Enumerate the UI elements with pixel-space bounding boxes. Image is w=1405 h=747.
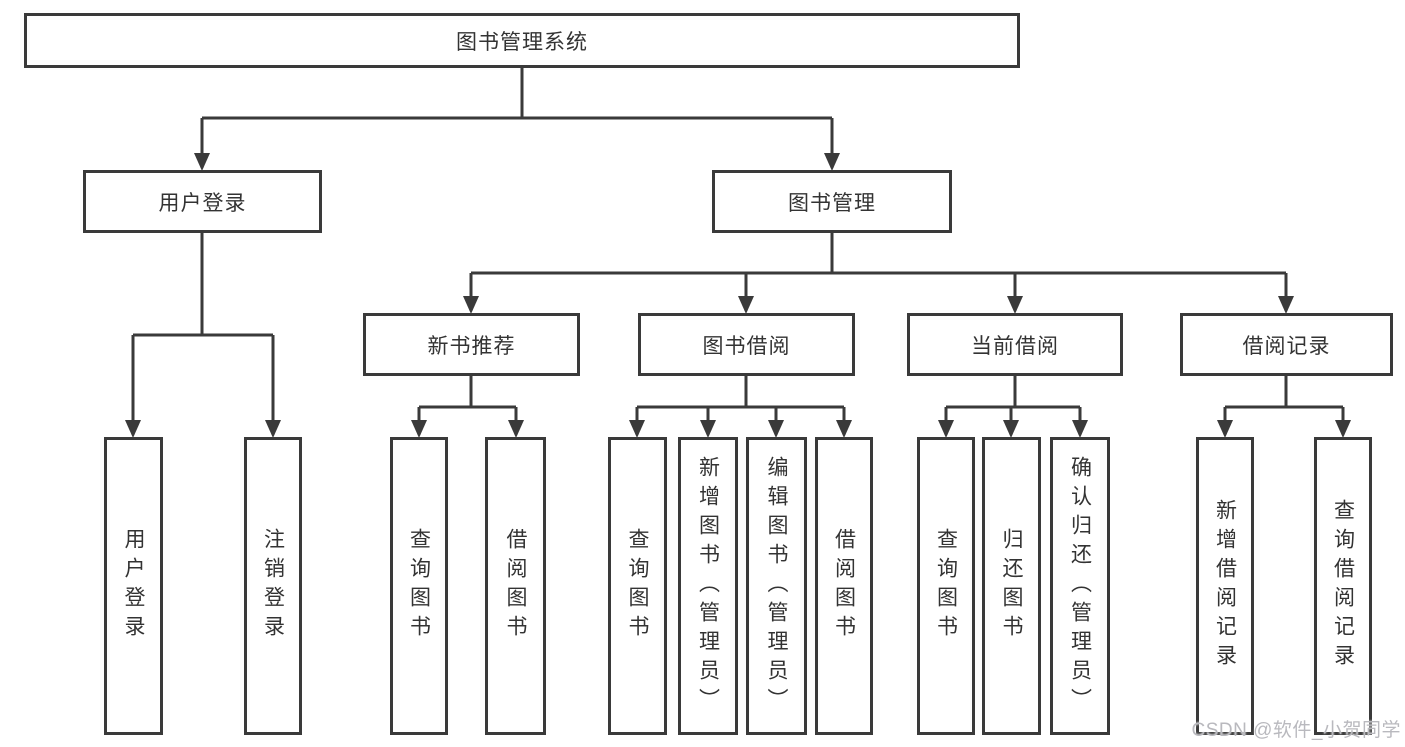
node-root: 图书管理系统 bbox=[24, 13, 1020, 68]
leaf-return-books: 归还图书 bbox=[982, 437, 1041, 735]
node-borrow-records: 借阅记录 bbox=[1180, 313, 1393, 376]
leaf-edit-books-admin-label: 编辑图书（管理员） bbox=[765, 455, 788, 717]
leaf-query-books-1: 查询图书 bbox=[390, 437, 448, 735]
node-current-borrow: 当前借阅 bbox=[907, 313, 1123, 376]
leaf-user-login: 用户登录 bbox=[104, 437, 163, 735]
leaf-confirm-return-admin-label: 确认归还（管理员） bbox=[1068, 455, 1092, 717]
leaf-add-books-admin-label: 新增图书（管理员） bbox=[696, 455, 720, 717]
node-current-borrow-label: 当前借阅 bbox=[971, 334, 1059, 358]
leaf-borrow-books-2: 借阅图书 bbox=[815, 437, 873, 735]
node-new-book-recommend-label: 新书推荐 bbox=[427, 334, 516, 358]
node-root-label: 图书管理系统 bbox=[456, 30, 588, 54]
leaf-return-books-label: 归还图书 bbox=[1000, 528, 1023, 644]
leaf-query-books-1-label: 查询图书 bbox=[407, 528, 431, 644]
node-book-management-label: 图书管理 bbox=[788, 191, 876, 215]
node-user-login-label: 用户登录 bbox=[158, 191, 247, 215]
leaf-logout-label: 注销登录 bbox=[261, 528, 285, 644]
leaf-query-books-3-label: 查询图书 bbox=[934, 528, 958, 644]
leaf-add-books-admin: 新增图书（管理员） bbox=[678, 437, 738, 735]
connector-arrows bbox=[125, 118, 1351, 438]
csdn-watermark: CSDN @软件_小贺同学 bbox=[1191, 720, 1401, 741]
leaf-borrow-books-1-label: 借阅图书 bbox=[504, 528, 527, 644]
leaf-borrow-books-1: 借阅图书 bbox=[485, 437, 546, 735]
node-book-management: 图书管理 bbox=[712, 170, 952, 233]
leaf-add-borrow-record: 新增借阅记录 bbox=[1196, 437, 1254, 735]
node-book-borrow-label: 图书借阅 bbox=[702, 334, 791, 358]
leaf-edit-books-admin: 编辑图书（管理员） bbox=[746, 437, 807, 735]
node-new-book-recommend: 新书推荐 bbox=[363, 313, 580, 376]
leaf-query-borrow-record-label: 查询借阅记录 bbox=[1331, 499, 1355, 673]
leaf-query-borrow-record: 查询借阅记录 bbox=[1314, 437, 1372, 735]
leaf-borrow-books-2-label: 借阅图书 bbox=[832, 528, 856, 644]
leaf-confirm-return-admin: 确认归还（管理员） bbox=[1050, 437, 1110, 735]
leaf-user-login-label: 用户登录 bbox=[122, 528, 145, 644]
node-book-borrow: 图书借阅 bbox=[638, 313, 855, 376]
leaf-add-borrow-record-label: 新增借阅记录 bbox=[1213, 499, 1237, 673]
node-borrow-records-label: 借阅记录 bbox=[1242, 334, 1331, 358]
leaf-query-books-2: 查询图书 bbox=[608, 437, 667, 735]
leaf-query-books-2-label: 查询图书 bbox=[626, 528, 649, 644]
leaf-logout: 注销登录 bbox=[244, 437, 302, 735]
node-user-login: 用户登录 bbox=[83, 170, 322, 233]
leaf-query-books-3: 查询图书 bbox=[917, 437, 975, 735]
